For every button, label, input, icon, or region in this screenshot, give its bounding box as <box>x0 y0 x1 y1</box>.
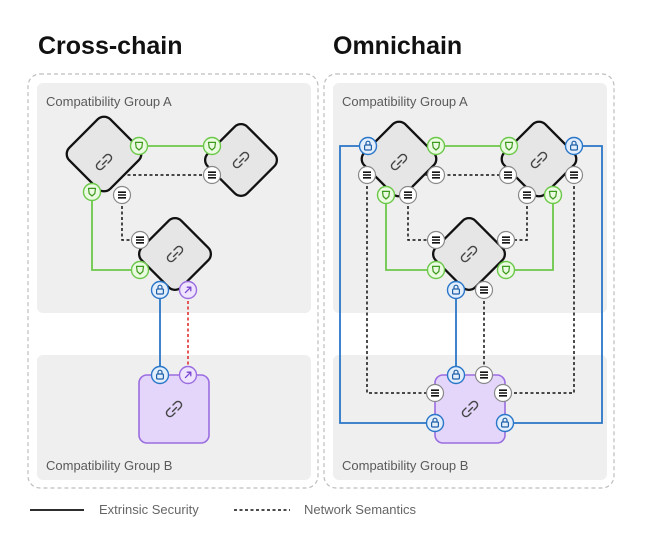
legend-solid-label: Extrinsic Security <box>99 502 199 517</box>
lock-icon <box>425 413 445 433</box>
group-a-label: Compatibility Group A <box>46 94 172 109</box>
menu-lines-icon <box>493 383 513 403</box>
menu-lines-icon <box>130 230 150 250</box>
arrow-up-right-icon <box>178 365 198 385</box>
group-a-label: Compatibility Group A <box>342 94 468 109</box>
chain-node-left <box>360 120 438 198</box>
lock-icon <box>150 365 170 385</box>
menu-lines-icon <box>112 185 132 205</box>
menu-lines-icon <box>498 165 518 185</box>
chain-node-right <box>500 120 578 198</box>
semantics-line <box>506 195 528 241</box>
shield-icon <box>130 260 150 280</box>
shield-icon <box>82 182 102 202</box>
lock-icon <box>495 413 515 433</box>
security-line <box>385 195 436 271</box>
semantics-line <box>407 195 436 241</box>
legend-dotted-label: Network Semantics <box>304 502 416 517</box>
shield-icon <box>426 136 446 156</box>
shield-icon <box>376 185 396 205</box>
menu-lines-icon <box>357 165 377 185</box>
omnichain-panel: Compatibility Group A Compatibility Grou… <box>323 73 615 489</box>
lock-icon <box>150 280 170 300</box>
menu-lines-icon <box>474 280 494 300</box>
cross-chain-title: Cross-chain <box>38 32 183 60</box>
menu-lines-icon <box>426 230 446 250</box>
shield-icon <box>543 185 563 205</box>
omnichain-title: Omnichain <box>333 32 463 60</box>
semantics-line <box>366 175 435 394</box>
menu-lines-icon <box>398 185 418 205</box>
chain-node-center <box>137 216 213 292</box>
extrinsic-line <box>339 145 435 424</box>
chain-node-b <box>138 374 210 444</box>
shield-icon <box>426 260 446 280</box>
lock-icon <box>358 136 378 156</box>
menu-lines-icon <box>425 383 445 403</box>
extrinsic-line <box>505 145 603 424</box>
menu-lines-icon <box>564 165 584 185</box>
group-b-label: Compatibility Group B <box>342 458 468 473</box>
chain-node-left <box>65 115 143 193</box>
omni-connections <box>339 145 603 424</box>
shield-icon <box>129 136 149 156</box>
chain-node-center <box>431 216 507 292</box>
menu-lines-icon <box>474 365 494 385</box>
arrow-up-right-icon <box>178 280 198 300</box>
chain-node-right <box>203 122 279 198</box>
lock-icon <box>446 280 466 300</box>
lock-icon <box>564 136 584 156</box>
menu-lines-icon <box>496 230 516 250</box>
menu-lines-icon <box>202 165 222 185</box>
security-line <box>506 195 554 271</box>
chain-node-b <box>434 374 506 444</box>
semantics-line <box>503 175 575 394</box>
shield-icon <box>202 136 222 156</box>
shield-icon <box>496 260 516 280</box>
security-line <box>91 192 140 271</box>
cross-chain-panel: Compatibility Group A Compatibility Grou… <box>27 73 319 489</box>
menu-lines-icon <box>426 165 446 185</box>
group-b-label: Compatibility Group B <box>46 458 172 473</box>
shield-icon <box>499 136 519 156</box>
lock-icon <box>446 365 466 385</box>
menu-lines-icon <box>517 185 537 205</box>
